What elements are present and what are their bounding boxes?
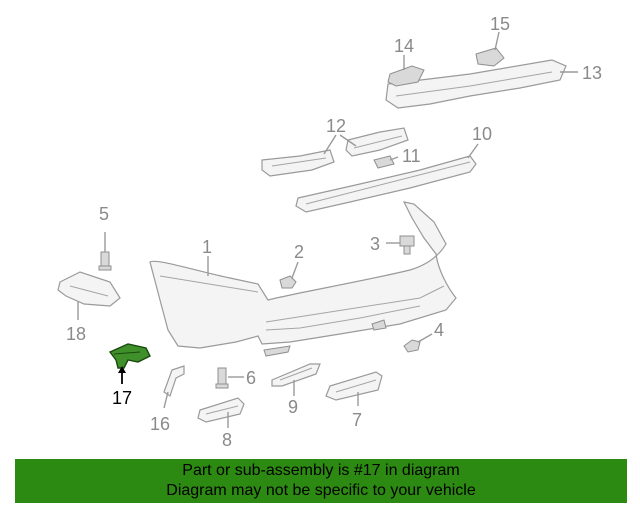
callout-17: 17 (112, 388, 132, 408)
callout-6: 6 (246, 368, 256, 388)
parts-diagram: 13 15 14 12 11 10 1 2 (57, 14, 602, 450)
callout-14: 14 (394, 36, 414, 56)
banner-line-1: Part or sub-assembly is #17 in diagram (182, 462, 460, 479)
callout-4: 4 (434, 320, 444, 340)
part-6-bolt[interactable] (215, 367, 229, 389)
part-12-retainers[interactable] (261, 127, 409, 177)
part-18-side-retainer[interactable] (57, 271, 121, 307)
part-16-bracket[interactable] (163, 365, 185, 397)
part-9-reflector[interactable] (271, 363, 321, 387)
part-15-bracket[interactable] (475, 47, 505, 67)
part-8-retainer[interactable] (197, 397, 245, 423)
banner-line-2: Diagram may not be specific to your vehi… (166, 482, 476, 499)
callout-9: 9 (288, 397, 298, 417)
callout-3: 3 (370, 234, 380, 254)
part-4-cap[interactable] (403, 339, 421, 353)
part-3-bolt[interactable] (399, 235, 415, 255)
callout-7: 7 (352, 410, 362, 430)
part-13-reinforcement[interactable] (385, 59, 567, 109)
part-10-absorber[interactable] (295, 155, 477, 213)
callout-1: 1 (202, 237, 212, 257)
part-11-clip[interactable] (373, 155, 395, 169)
part-1-bumper-cover[interactable] (149, 201, 457, 357)
callout-16: 16 (150, 414, 170, 434)
callout-10: 10 (472, 124, 492, 144)
part-5-bolt[interactable] (98, 251, 112, 271)
callout-8: 8 (222, 430, 232, 450)
part-2-nut[interactable] (279, 275, 297, 289)
callout-5: 5 (99, 204, 109, 224)
callout-13: 13 (582, 63, 602, 83)
part-14-bracket[interactable] (387, 65, 425, 87)
callout-11: 11 (402, 146, 421, 166)
part-17-highlighted[interactable] (108, 343, 151, 369)
callout-12: 12 (326, 116, 346, 136)
part-7-retainer[interactable] (325, 371, 383, 401)
callout-18: 18 (66, 324, 86, 344)
callout-2: 2 (294, 242, 304, 262)
info-banner: Part or sub-assembly is #17 in diagram D… (15, 459, 627, 503)
callout-15: 15 (490, 14, 510, 34)
